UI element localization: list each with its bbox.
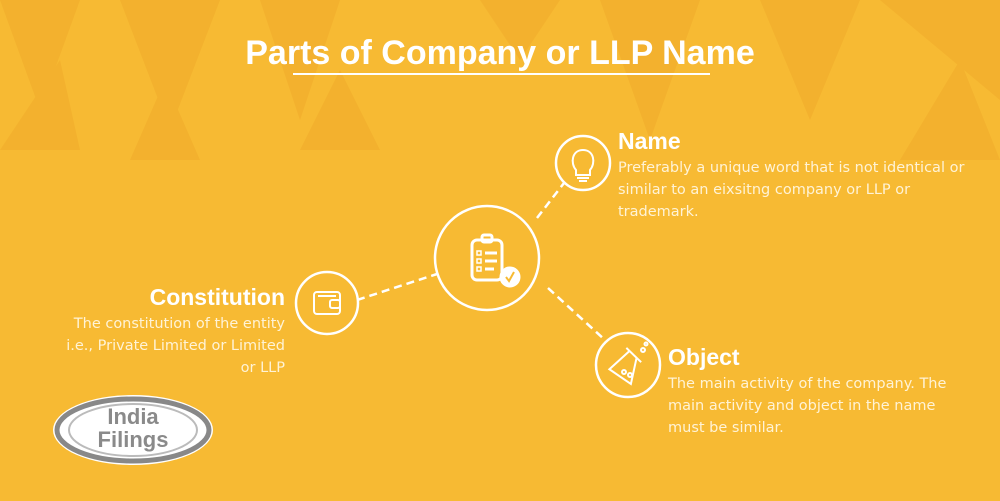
constitution-heading: Constitution <box>149 284 285 310</box>
center-circle <box>433 204 541 312</box>
logo-line1: India <box>107 404 159 429</box>
name-text: Preferably a unique word that is not ide… <box>618 160 965 220</box>
page-title: Parts of Company or LLP Name <box>245 34 755 72</box>
logo-line2: Filings <box>97 427 169 452</box>
object-heading: Object <box>668 344 740 370</box>
flask-icon <box>607 341 649 386</box>
name-heading: Name <box>618 128 681 154</box>
wallet-icon <box>313 291 341 315</box>
object-block: Object The main activity of the company.… <box>668 344 968 439</box>
lightbulb-icon <box>571 148 595 182</box>
name-block: Name Preferably a unique word that is no… <box>618 128 968 223</box>
constitution-block: Constitution The constitution of the ent… <box>55 284 285 379</box>
clipboard-check-icon <box>470 233 521 288</box>
object-text: The main activity of the company. The ma… <box>668 376 947 436</box>
india-filings-logo <box>53 395 213 465</box>
title-underline <box>293 73 710 75</box>
constitution-text: The constitution of the entity i.e., Pri… <box>66 316 285 376</box>
